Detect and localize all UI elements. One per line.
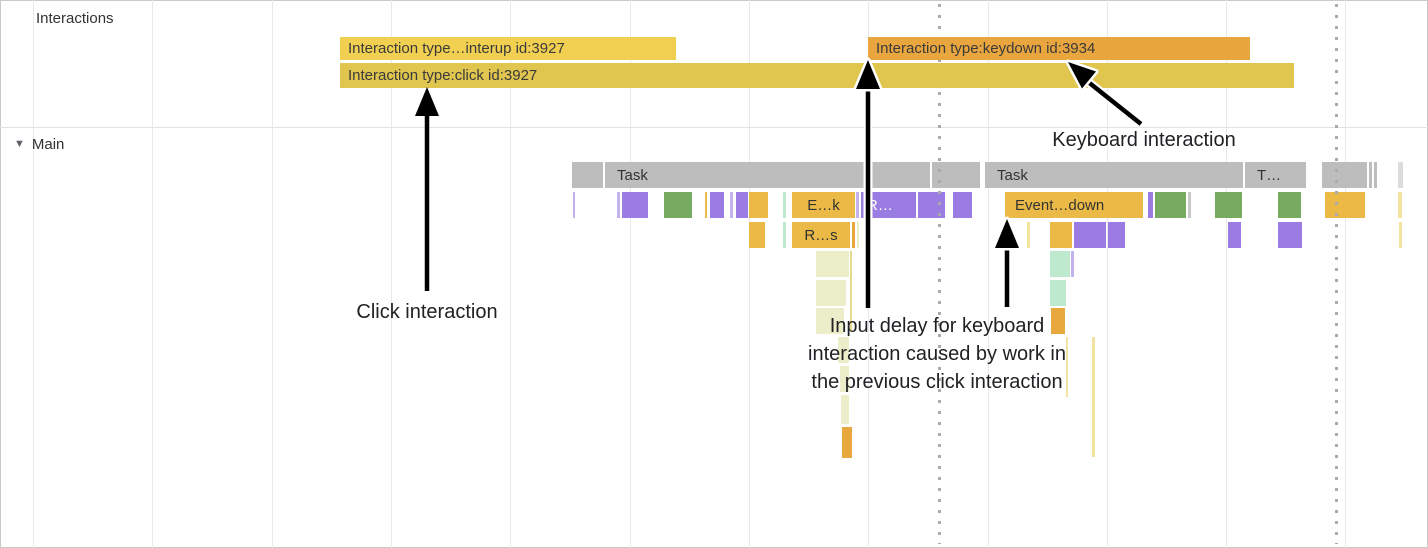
flame-segment[interactable] <box>1322 162 1367 188</box>
flame-segment[interactable] <box>856 192 859 218</box>
grid-line <box>1226 0 1227 548</box>
flame-segment[interactable] <box>1108 222 1125 248</box>
flame-segment[interactable] <box>842 427 852 458</box>
flame-segment[interactable] <box>1369 162 1372 188</box>
flame-segment[interactable] <box>816 251 849 277</box>
interaction-bar-keydown[interactable]: Interaction type:keydown id:3934 <box>868 37 1250 60</box>
main-track-header[interactable]: ▼ Main <box>14 136 64 153</box>
flame-segment-R-s[interactable]: R…s <box>792 222 850 248</box>
flame-segment[interactable] <box>749 192 768 218</box>
flame-segment[interactable] <box>1398 192 1402 218</box>
flame-segment[interactable] <box>816 308 844 334</box>
grid-line <box>272 0 273 548</box>
flame-segment[interactable] <box>1278 222 1302 248</box>
flame-segment[interactable] <box>572 162 603 188</box>
grid-line <box>510 0 511 548</box>
grid-line <box>630 0 631 548</box>
flame-segment[interactable] <box>783 222 786 248</box>
track-separator <box>0 127 1428 128</box>
flame-segment[interactable] <box>1074 222 1106 248</box>
flame-segment[interactable] <box>573 192 575 218</box>
flame-segment[interactable] <box>617 192 620 218</box>
grid-line <box>33 0 34 548</box>
flame-segment[interactable] <box>1398 162 1403 188</box>
flame-segment[interactable] <box>1050 222 1072 248</box>
grid-line <box>988 0 989 548</box>
click-interaction-arrow <box>415 87 439 291</box>
flame-segment[interactable] <box>1399 222 1402 248</box>
flame-segment[interactable] <box>852 222 855 248</box>
flame-segment[interactable] <box>664 192 692 218</box>
flame-segment[interactable] <box>838 337 849 363</box>
flame-segment[interactable] <box>816 280 846 306</box>
flame-segment[interactable] <box>783 192 786 218</box>
flame-segment[interactable] <box>1092 337 1095 457</box>
flame-segment[interactable] <box>850 251 852 331</box>
flame-segment[interactable] <box>705 192 707 218</box>
collapse-triangle-icon[interactable]: ▼ <box>14 138 25 150</box>
flame-segment-T-[interactable]: T… <box>1245 162 1306 188</box>
flame-segment-E-k[interactable]: E…k <box>792 192 855 218</box>
flame-segment[interactable] <box>749 222 765 248</box>
input-delay-short-arrow <box>992 216 1022 307</box>
flame-segment[interactable] <box>1071 251 1074 277</box>
annotation-keyboard-interaction: Keyboard interaction <box>1052 129 1236 151</box>
flame-segment-Task[interactable]: Task <box>605 162 930 188</box>
grid-line <box>391 0 392 548</box>
flame-segment-R-[interactable]: R… <box>861 192 916 218</box>
flame-segment[interactable] <box>710 192 724 218</box>
flame-segment[interactable] <box>1027 222 1030 248</box>
flame-segment[interactable] <box>840 366 849 392</box>
flame-segment-Task[interactable]: Task <box>985 162 1243 188</box>
dotted-guideline <box>938 4 941 544</box>
flame-segment[interactable] <box>1148 192 1153 218</box>
dotted-guideline <box>1335 4 1338 544</box>
interaction-bar-pointerup[interactable]: Interaction type…interup id:3927 <box>340 37 676 60</box>
flame-segment[interactable] <box>1051 308 1065 334</box>
annotation-click-interaction: Click interaction <box>356 301 498 323</box>
flame-segment[interactable] <box>1155 192 1186 218</box>
grid-line <box>1107 0 1108 548</box>
main-track-label: Main <box>31 136 65 153</box>
annotation-input-delay: Input delay for keyboard interaction cau… <box>808 315 1066 393</box>
flame-segment[interactable] <box>857 222 859 248</box>
flame-segment[interactable] <box>1215 192 1242 218</box>
flame-segment[interactable] <box>1228 222 1241 248</box>
interactions-track-label: Interactions <box>36 10 114 27</box>
flame-segment[interactable] <box>736 192 748 218</box>
flame-segment[interactable] <box>1188 192 1191 218</box>
flame-segment[interactable] <box>1325 192 1365 218</box>
flame-segment[interactable] <box>953 192 972 218</box>
flame-segment-Event-down[interactable]: Event…down <box>1005 192 1143 218</box>
flame-segment[interactable] <box>622 192 648 218</box>
grid-line <box>1345 0 1346 548</box>
flame-segment[interactable] <box>1066 337 1068 397</box>
flame-segment[interactable] <box>1278 192 1301 218</box>
flame-segment[interactable] <box>841 395 849 424</box>
interaction-bar-click[interactable]: Interaction type:click id:3927 <box>340 63 1294 88</box>
flame-segment[interactable] <box>1050 280 1066 306</box>
flame-segment[interactable] <box>1050 251 1070 277</box>
flame-segment[interactable] <box>1374 162 1377 188</box>
grid-line <box>749 0 750 548</box>
flame-segment[interactable] <box>730 192 733 218</box>
grid-line <box>152 0 153 548</box>
